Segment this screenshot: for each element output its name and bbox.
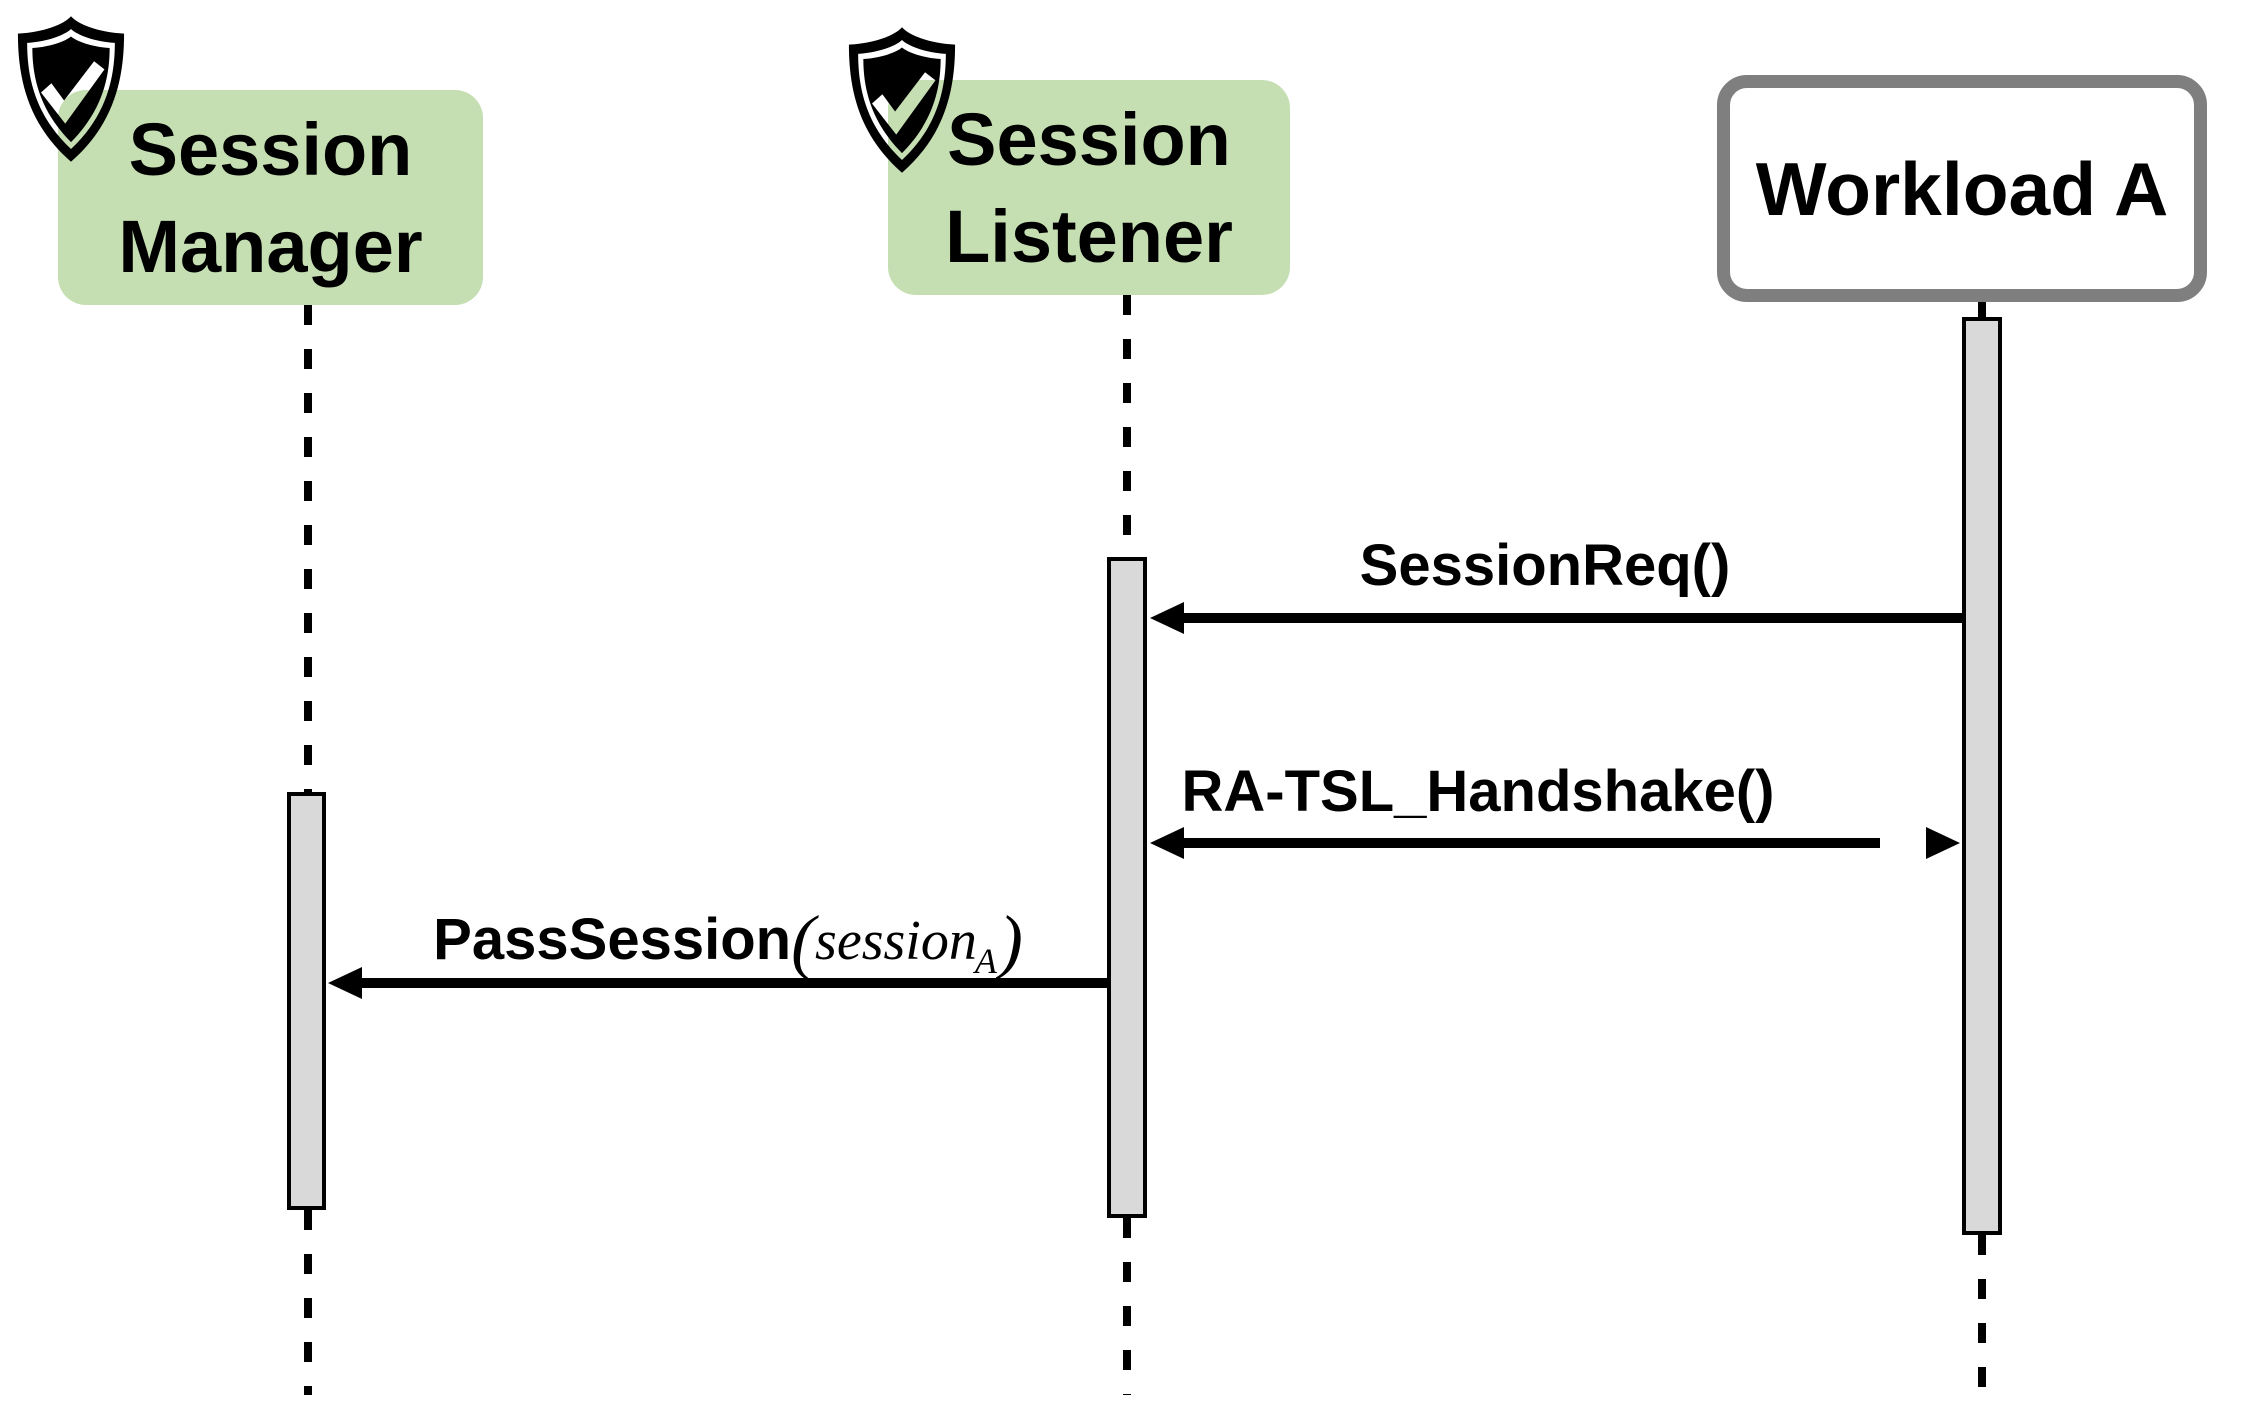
message-label-prefix: PassSession	[433, 907, 792, 972]
lifeline-workload-a-upper	[1978, 302, 1986, 318]
arrowhead-right-icon	[1926, 827, 1960, 859]
arrowhead-left-icon	[328, 967, 362, 999]
shield-check-icon	[17, 16, 125, 162]
lifeline-workload-a-lower	[1978, 1235, 1986, 1395]
participant-label-line: Session	[128, 107, 413, 191]
participant-label-line: Listener	[945, 194, 1233, 278]
message-arrow-ra-tsl-handshake	[1180, 838, 1880, 848]
activation-bar-session-listener	[1107, 557, 1147, 1218]
arrowhead-left-icon	[1150, 602, 1184, 634]
message-arrow-passsession	[358, 978, 1107, 988]
math-arg: session	[815, 910, 977, 972]
activation-bar-workload-a	[1962, 317, 2002, 1235]
activation-bar-session-manager	[287, 792, 326, 1210]
lifeline-session-listener-lower	[1123, 1218, 1131, 1395]
participant-label-line: Manager	[118, 204, 423, 288]
shield-check-icon	[848, 27, 956, 173]
lifeline-session-manager-lower	[304, 1210, 312, 1395]
lifeline-session-manager-upper	[304, 305, 312, 792]
participant-session-listener: Session Listener	[888, 80, 1290, 295]
message-label-sessionreq: SessionReq()	[1359, 533, 1731, 598]
message-label-passsession: PassSession(sessionA)	[278, 900, 1178, 983]
math-close-paren: )	[998, 901, 1023, 981]
math-subscript: A	[974, 941, 997, 981]
message-label-ra-tsl-handshake: RA-TSL_Handshake()	[1181, 759, 1775, 824]
participant-label-line: Session	[947, 97, 1231, 181]
math-open-paren: (	[791, 901, 816, 981]
lifeline-session-listener-upper	[1123, 295, 1131, 557]
arrowhead-left-icon	[1150, 827, 1184, 859]
participant-session-manager: Session Manager	[58, 90, 483, 305]
message-arrow-sessionreq	[1180, 613, 1963, 623]
participant-workload-a: Workload A	[1717, 75, 2207, 302]
participant-label-line: Workload A	[1755, 146, 2169, 231]
